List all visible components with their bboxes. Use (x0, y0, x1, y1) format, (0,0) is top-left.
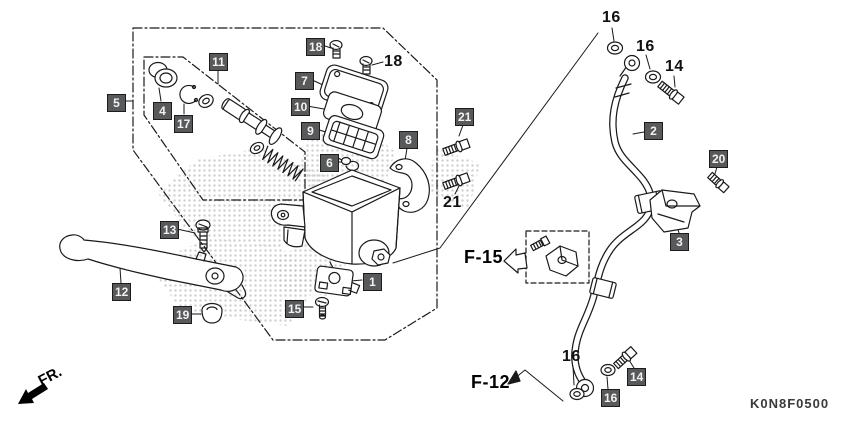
part-label-16-plain: 16 (562, 348, 581, 365)
fr-direction-arrow-icon (18, 383, 48, 404)
sealing-washer-16-bottom-left (569, 387, 585, 401)
sealing-washer-16-top-right (644, 70, 662, 84)
brake-lever-12 (59, 234, 247, 300)
banjo-bolt-14-bottom (613, 345, 638, 370)
bolt-15 (314, 296, 330, 320)
part-label-6: 6 (320, 154, 339, 172)
clip-6 (337, 156, 360, 172)
part-label-14-plain: 14 (665, 58, 684, 75)
part-label-4: 4 (153, 102, 172, 120)
f15-inset (503, 230, 590, 284)
hose-bracket-3 (649, 189, 701, 233)
bolt-21-upper (442, 138, 471, 156)
boot-4 (148, 61, 178, 88)
hose-to-body-leader (392, 32, 599, 264)
part-label-17: 17 (174, 115, 194, 133)
sealing-washer-16-top-left (606, 41, 624, 55)
sealing-washer-16-bottom-right (600, 363, 616, 377)
section-ref-f12: F-12 (471, 372, 511, 392)
part-label-18-plain: 18 (384, 53, 403, 70)
part-label-16-plain: 16 (602, 9, 621, 26)
part-label-21-plain: 21 (443, 194, 462, 211)
part-label-3: 3 (670, 233, 689, 251)
part-label-16-plain: 16 (636, 38, 655, 55)
piston-washer (249, 141, 265, 155)
part-label-5: 5 (107, 94, 126, 112)
banjo-bolt-14-top (657, 80, 685, 105)
diaphragm-9 (322, 115, 385, 160)
part-label-2: 2 (644, 122, 663, 140)
part-label-9: 9 (301, 122, 320, 140)
clamp-bracket-1 (314, 265, 361, 297)
assembly-group-box-5 (132, 27, 438, 341)
part-label-10: 10 (291, 98, 311, 116)
part-label-20: 20 (709, 150, 729, 168)
piston-seal (198, 93, 214, 109)
part-label-16: 16 (601, 389, 621, 407)
part-label-14: 14 (627, 368, 647, 386)
cap-screw-18-right (359, 55, 373, 75)
diagram-code: K0N8F0500 (750, 396, 830, 411)
f15-arrow-icon (503, 248, 528, 274)
pivot-bolt-13 (195, 219, 211, 253)
part-label-13: 13 (160, 221, 180, 239)
master-cylinder-body (270, 169, 401, 271)
return-spring (262, 145, 304, 182)
master-piston (221, 98, 283, 145)
pivot-nut-19 (201, 302, 223, 324)
cap-screw-18-left (329, 39, 343, 59)
part-label-18: 18 (306, 38, 326, 56)
part-label-7: 7 (295, 72, 314, 90)
brake-hose-2 (571, 54, 665, 398)
part-label-15: 15 (285, 300, 305, 318)
part-label-8: 8 (399, 131, 418, 149)
bolt-21-lower (442, 172, 471, 190)
part-label-19: 19 (173, 306, 193, 324)
section-ref-f15: F-15 (464, 247, 504, 267)
part-label-12: 12 (112, 283, 132, 301)
circlip-17 (179, 84, 199, 105)
part-label-1: 1 (363, 273, 382, 291)
f12-leader (507, 369, 564, 402)
part-label-11: 11 (209, 53, 228, 71)
bolt-20 (707, 171, 730, 194)
part-label-21: 21 (455, 108, 475, 126)
